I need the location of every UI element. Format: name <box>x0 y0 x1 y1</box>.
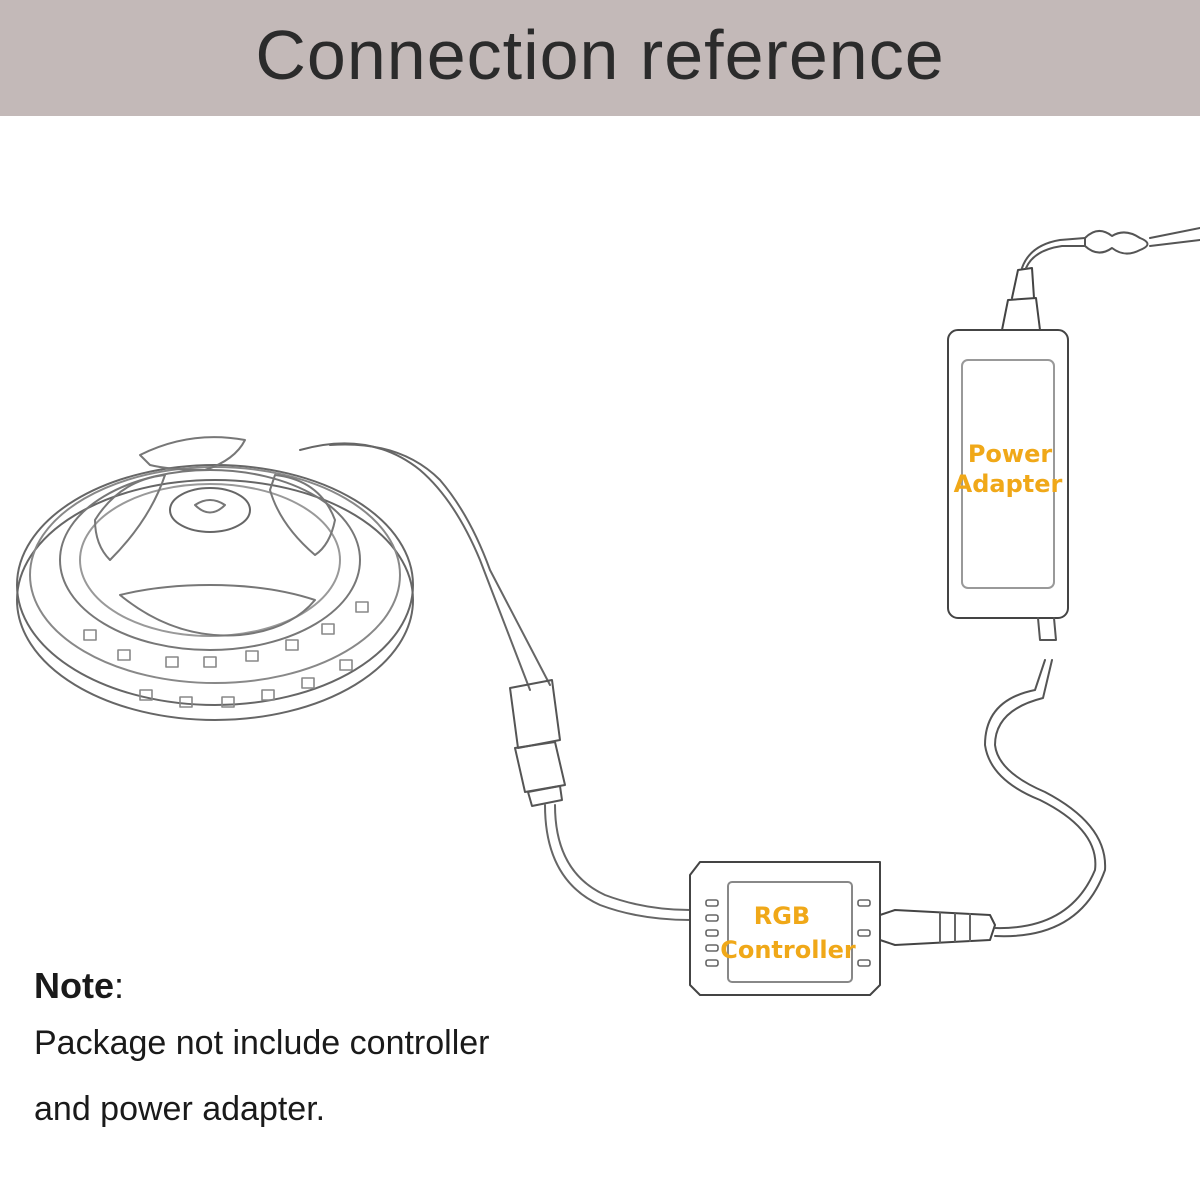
rgb-controller-box <box>689 861 996 996</box>
power-adapter-label-line2: Adapter <box>954 470 1063 498</box>
controller-label-line2: Controller <box>720 936 856 964</box>
led-strip-reel <box>16 436 551 721</box>
power-adapter-box <box>947 227 1200 641</box>
strip-connector <box>509 679 566 807</box>
note-block: Note: Package not include controller and… <box>34 962 490 1142</box>
header-bar: Connection reference <box>0 0 1200 116</box>
controller-label-line1: RGB <box>754 902 810 930</box>
note-line-1: Package not include controller <box>34 1024 490 1062</box>
power-adapter-label-line1: Power <box>968 440 1053 468</box>
strip-cable <box>544 804 691 921</box>
power-cable <box>984 659 1097 930</box>
note-heading: Note: <box>34 965 125 1006</box>
note-line-2: and power adapter. <box>34 1090 326 1128</box>
page-title: Connection reference <box>255 16 945 94</box>
